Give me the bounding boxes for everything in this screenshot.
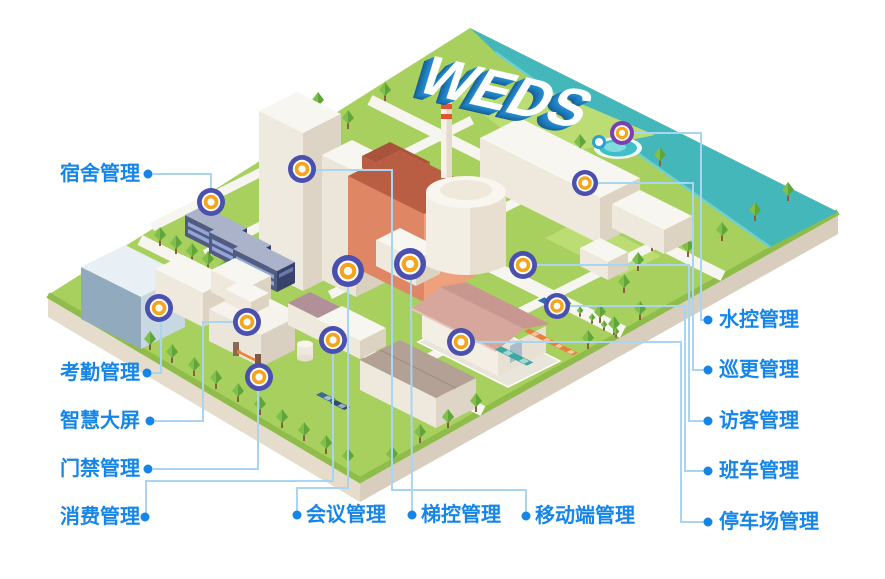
- label-dot-dormitory: [143, 169, 153, 179]
- vehicle: [316, 392, 336, 402]
- label-water-control: 水控管理: [719, 309, 799, 331]
- callout-line-smart-screen: [155, 321, 234, 422]
- label-meeting: 会议管理: [306, 504, 386, 526]
- label-visitor: 访客管理: [719, 410, 799, 432]
- label-access-control: 门禁管理: [60, 458, 140, 480]
- marker-visitor: [509, 251, 537, 279]
- logo-mark-icon: [592, 135, 606, 149]
- marker-dormitory: [197, 188, 225, 216]
- callout-line-dormitory: [153, 173, 212, 190]
- label-dot-smart-screen: [145, 416, 155, 426]
- vehicle: [494, 346, 518, 358]
- label-elevator: 梯控管理: [421, 504, 501, 526]
- callout-line-attendance: [152, 322, 162, 374]
- callout-line-meeting: [296, 287, 349, 511]
- marker-meeting: [332, 255, 364, 287]
- label-attendance: 考勤管理: [60, 362, 140, 384]
- silo: [297, 340, 313, 362]
- callout-line-water-control: [634, 132, 704, 321]
- callout-line-mobile: [316, 169, 527, 512]
- label-consumption: 消费管理: [60, 506, 140, 528]
- label-shuttle-bus: 班车管理: [719, 460, 799, 482]
- marker-water-control: [610, 121, 634, 145]
- marker-mobile: [288, 155, 316, 183]
- callout-line-elevator: [410, 279, 413, 512]
- label-dot-access-control: [143, 464, 153, 474]
- label-patrol: 巡更管理: [719, 359, 799, 381]
- label-dot-shuttle-bus: [703, 466, 713, 476]
- vehicle: [330, 400, 350, 410]
- vehicle: [560, 346, 578, 356]
- label-dot-attendance: [142, 368, 152, 378]
- label-dot-parking-lot: [703, 517, 713, 527]
- label-dot-consumption: [140, 512, 150, 522]
- marker-shuttle-bus: [544, 293, 570, 319]
- label-mobile: 移动端管理: [535, 505, 635, 527]
- label-parking-lot: 停车场管理: [719, 511, 819, 533]
- marker-elevator: [394, 248, 426, 280]
- label-dot-patrol: [703, 365, 713, 375]
- vehicle: [524, 328, 542, 338]
- marker-consumption: [319, 326, 347, 354]
- label-dot-visitor: [703, 416, 713, 426]
- marker-access-control: [245, 363, 273, 391]
- label-dot-elevator: [407, 510, 417, 520]
- callout-line-access-control: [153, 390, 259, 470]
- label-smart-screen: 智慧大屏: [60, 410, 140, 432]
- vehicle: [510, 354, 534, 366]
- cooling-tank: [426, 176, 506, 275]
- callout-overlay: [140, 121, 713, 527]
- marker-parking-lot: [447, 328, 475, 356]
- callout-line-visitor: [537, 264, 704, 422]
- gate-barrier: [233, 342, 261, 368]
- water: [470, 28, 838, 249]
- building-small-right: [612, 190, 692, 254]
- callout-line-parking-lot: [475, 341, 704, 523]
- chimney: [441, 87, 452, 178]
- callout-line-consumption: [145, 353, 334, 513]
- marker-attendance: [145, 294, 173, 322]
- marker-patrol: [572, 170, 598, 196]
- callout-line-patrol: [598, 182, 704, 371]
- label-dormitory: 宿舍管理: [60, 163, 140, 185]
- marker-smart-screen: [233, 308, 261, 336]
- callout-line-shuttle-bus: [570, 305, 704, 472]
- label-dot-mobile: [521, 511, 531, 521]
- building-smart-screen: [209, 280, 295, 367]
- trees-back: [154, 82, 794, 323]
- label-dot-water-control: [703, 315, 713, 325]
- label-dot-meeting: [292, 510, 302, 520]
